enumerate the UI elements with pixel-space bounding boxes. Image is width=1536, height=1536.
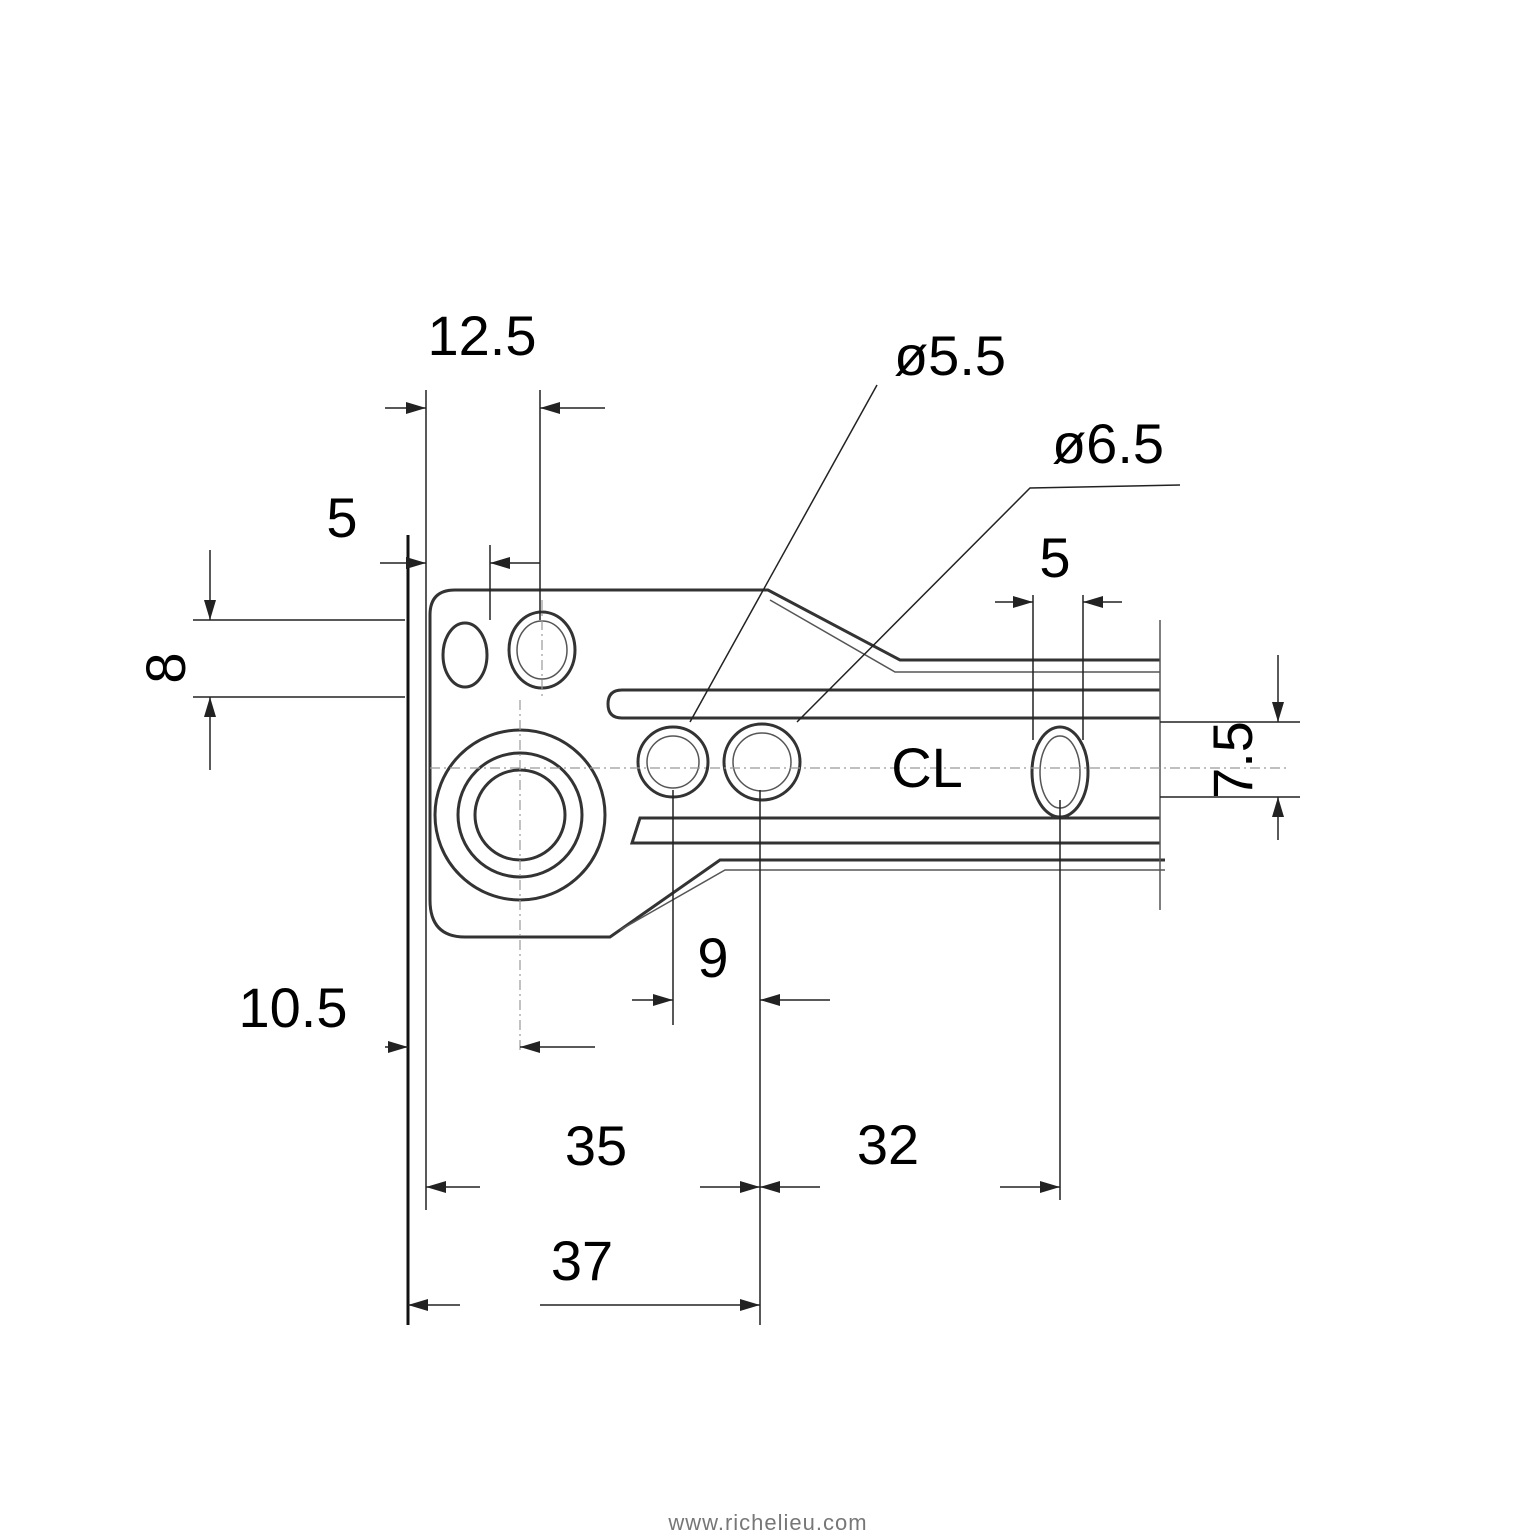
top-oval-slot <box>441 621 489 689</box>
dim-8: 8 <box>134 652 197 683</box>
hole-6-5 <box>722 722 802 802</box>
centerline-label: CL <box>891 736 963 799</box>
dimension-lines <box>193 384 1300 1325</box>
hole-5-5 <box>636 725 710 799</box>
dim-37: 37 <box>551 1229 613 1292</box>
dim-7-5: 7.5 <box>1201 721 1264 799</box>
bracket-outline <box>428 588 1165 939</box>
center-lines <box>430 600 1290 1050</box>
dim-dia-5-5: ø5.5 <box>894 324 1006 387</box>
footer-url: www.richelieu.com <box>667 1510 867 1535</box>
dim-12-5: 12.5 <box>428 304 537 367</box>
dim-dia-6-5: ø6.5 <box>1052 412 1164 475</box>
dim-5-left: 5 <box>326 486 357 549</box>
dim-32: 32 <box>857 1113 919 1176</box>
dim-5-right: 5 <box>1039 526 1070 589</box>
dim-9: 9 <box>697 926 728 989</box>
dim-35: 35 <box>565 1114 627 1177</box>
dim-10-5: 10.5 <box>239 976 348 1039</box>
